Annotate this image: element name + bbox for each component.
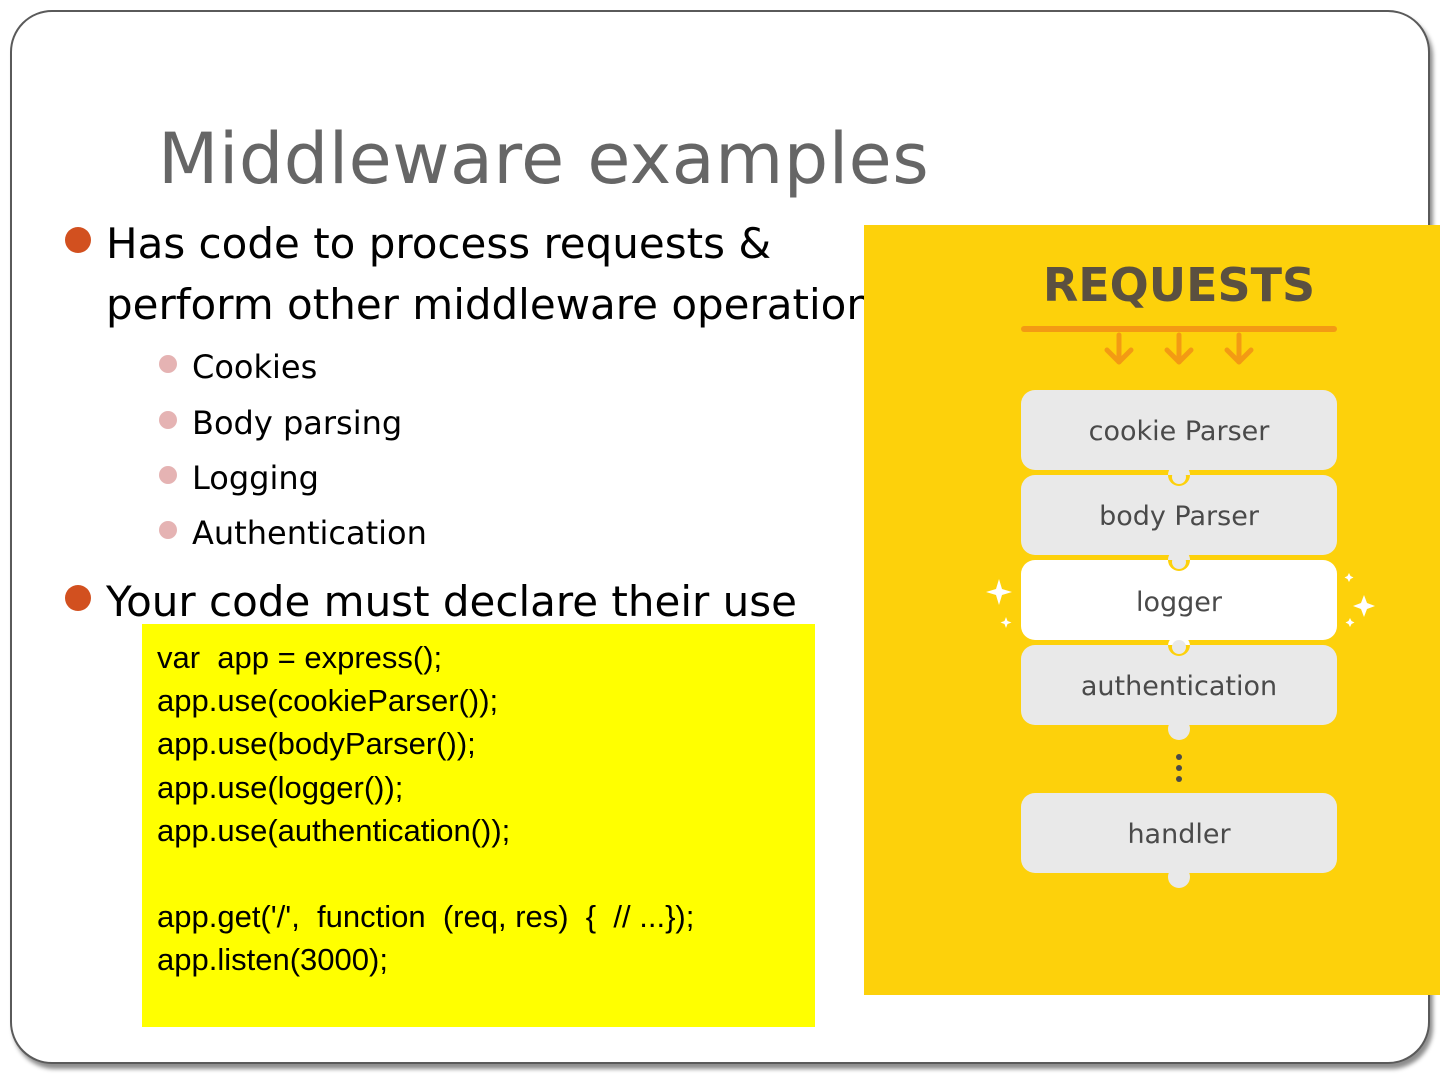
middleware-diagram-svg: REQUESTS [986, 258, 1375, 888]
stage-body-parser [1021, 475, 1337, 555]
arrow-down-icon [1104, 332, 1134, 365]
stage-label-handler: handler [1127, 819, 1231, 850]
stage-label-cookie-parser: cookie Parser [1089, 416, 1271, 447]
sub-bullet-dot [159, 411, 177, 429]
sub-bullet-body-parsing: Body parsing [192, 404, 403, 442]
middleware-diagram: REQUESTS [864, 225, 1440, 995]
code-line: app.listen(3000); [157, 942, 388, 978]
stage-logger [1021, 560, 1337, 640]
code-line: app.use(cookieParser()); [157, 683, 499, 719]
sparkle-icon [986, 573, 1375, 628]
stage-cookie-parser [1021, 390, 1337, 470]
diagram-heading: REQUESTS [1043, 258, 1315, 312]
sub-bullet-cookies: Cookies [192, 348, 318, 386]
bullet-text: Your code must declare their use [106, 577, 797, 626]
stage-label-body-parser: body Parser [1099, 501, 1260, 532]
sub-bullet-dot [159, 521, 177, 539]
code-snippet: var app = express(); app.use(cookieParse… [142, 624, 815, 1027]
sub-bullet-dot [159, 355, 177, 373]
bullet-dot [65, 585, 91, 611]
stage-label-authentication: authentication [1081, 671, 1277, 702]
arrow-down-icon [1164, 332, 1194, 365]
connector-tab [1170, 871, 1188, 887]
more-stages-ellipsis-icon [1176, 754, 1182, 782]
sub-bullet-logging: Logging [192, 459, 319, 497]
bullet-text-continued: perform other middleware operations: [106, 280, 910, 329]
arrow-down-icon [1224, 332, 1254, 365]
code-line: app.use(bodyParser()); [157, 726, 476, 762]
code-line: var app = express(); [157, 640, 443, 675]
connector-tab [1170, 725, 1188, 739]
code-line: app.get('/', function (req, res) { // ..… [157, 899, 695, 935]
code-line [157, 852, 815, 895]
stage-handler [1021, 793, 1337, 873]
code-line: app.use(logger()); [157, 769, 404, 805]
bullet-dot [65, 227, 91, 253]
stage-label-logger: logger [1136, 587, 1223, 618]
sub-bullet-authentication: Authentication [192, 514, 427, 552]
code-line: app.use(authentication()); [157, 812, 511, 848]
requests-bar [1021, 326, 1337, 332]
sub-bullet-dot [159, 466, 177, 484]
bullet-text: Has code to process requests & [106, 219, 772, 268]
slide-title: Middleware examples [158, 118, 930, 200]
stage-authentication [1021, 645, 1337, 725]
